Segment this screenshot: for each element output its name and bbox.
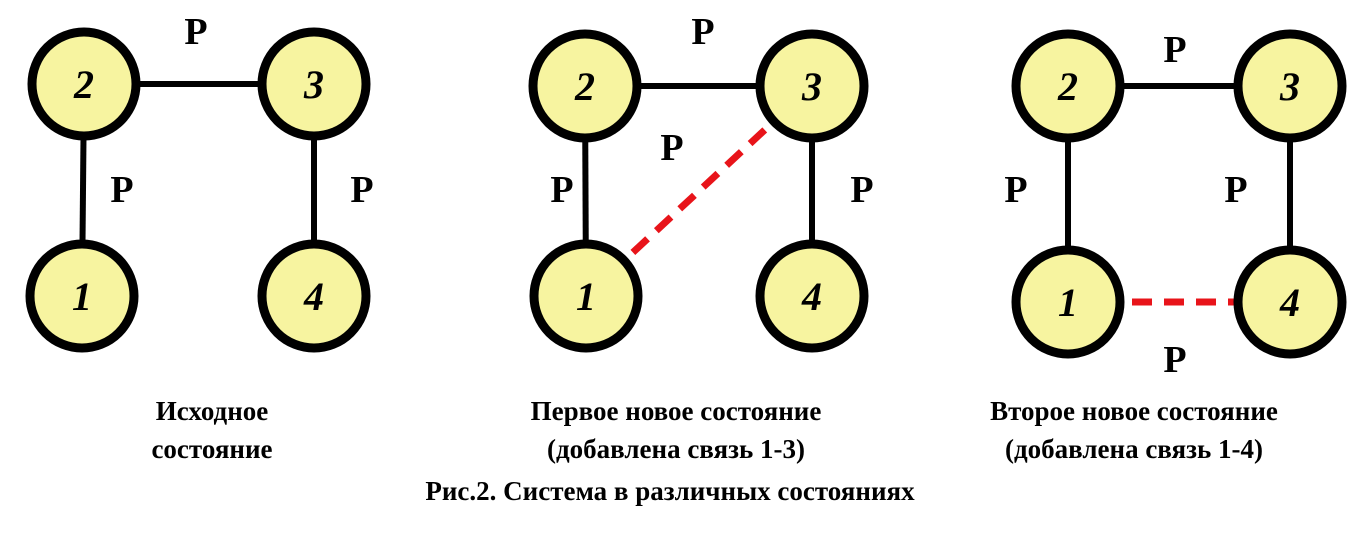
node-4-label: 4 <box>1279 280 1300 325</box>
node-3-circle <box>1233 29 1347 143</box>
node-3-circle <box>257 27 371 141</box>
node-2-circle <box>1011 29 1125 143</box>
node-3-circle <box>755 29 869 143</box>
edge-label-2-3: P <box>691 11 714 53</box>
edge-label-1-3: P <box>660 127 683 169</box>
node-2-label: 2 <box>1057 64 1078 109</box>
state-diagram-1: 1 2 3 4 P P P Исходное состояние <box>25 11 374 464</box>
node-4-circle <box>1233 245 1347 359</box>
state-caption-line: Исходное <box>156 396 269 426</box>
node-1-label: 1 <box>1058 280 1078 325</box>
edge-label-2-1: P <box>1004 169 1027 211</box>
node-1-label: 1 <box>576 274 596 319</box>
node-2-label: 2 <box>574 64 595 109</box>
state-caption-line: состояние <box>151 434 272 464</box>
edge-label-3-4: P <box>850 169 873 211</box>
node-2-circle <box>528 29 642 143</box>
node-3-label: 3 <box>1279 64 1300 109</box>
state-diagram-2: 1 2 3 4 P P P P Первое новое состояние (добавлена… <box>528 11 874 464</box>
edge-label-3-4: P <box>1224 169 1247 211</box>
edge-label-2-1: P <box>110 169 133 211</box>
node-1-circle <box>1011 245 1125 359</box>
node-4-label: 4 <box>303 274 324 319</box>
node-2-label: 2 <box>73 62 94 107</box>
node-4-circle <box>257 239 371 353</box>
edge-label-2-1: P <box>550 169 573 211</box>
edge-label-2-3: P <box>184 11 207 53</box>
state-caption-line: Второе новое состояние <box>990 396 1278 426</box>
node-4-circle <box>755 239 869 353</box>
edge-label-3-4: P <box>350 169 373 211</box>
node-2-circle <box>27 27 141 141</box>
edge-label-2-3: P <box>1163 29 1186 71</box>
node-3-label: 3 <box>801 64 822 109</box>
state-caption-line: Первое новое состояние <box>531 396 822 426</box>
node-1-label: 1 <box>72 274 92 319</box>
node-3-label: 3 <box>303 62 324 107</box>
node-1-circle <box>25 239 139 353</box>
state-caption-line: (добавлена связь 1-4) <box>1005 434 1263 464</box>
figure-caption: Рис.2. Система в различных состояниях <box>425 476 915 506</box>
edge-label-1-4: P <box>1163 339 1186 381</box>
state-caption-line: (добавлена связь 1-3) <box>547 434 805 464</box>
node-4-label: 4 <box>801 274 822 319</box>
node-1-circle <box>529 239 643 353</box>
